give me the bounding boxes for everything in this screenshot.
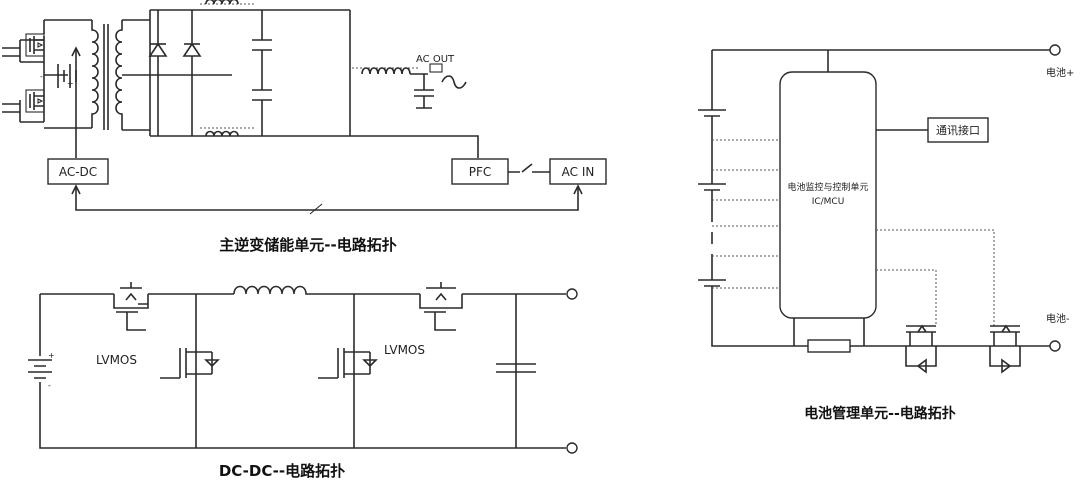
output-fuse-icon xyxy=(429,63,443,73)
shunt-resistor-icon xyxy=(807,339,851,353)
battery-positive-label: 电池+ xyxy=(1046,66,1074,79)
ac-out-label: AC OUT xyxy=(416,54,455,65)
sine-wave-icon xyxy=(441,75,467,89)
lvmos-right-label: LVMOS xyxy=(384,343,425,357)
mosfet-top-left-icon xyxy=(113,282,149,331)
pfc-label: PFC xyxy=(469,165,492,179)
dcdc-title: DC-DC--电路拓扑 xyxy=(219,462,345,480)
mosfet-mid-left-icon xyxy=(160,348,220,379)
diode-2-icon xyxy=(182,10,202,136)
svg-text:+: + xyxy=(48,351,55,360)
dcdc-terminal-bottom xyxy=(566,442,578,454)
dcdc-topology: + - LVMOS L xyxy=(28,282,578,480)
diode-1-icon xyxy=(148,10,168,136)
inductor-icon xyxy=(233,285,310,295)
svg-text:+: + xyxy=(67,79,74,88)
mosfet-mid-right-icon xyxy=(318,348,378,379)
ac-in-box xyxy=(549,158,607,185)
ac-dc-box xyxy=(47,158,109,185)
mosfet-top-right-icon xyxy=(419,282,463,331)
inverter-title: 主逆变储能单元--电路拓扑 xyxy=(219,236,396,254)
inverter-topology: + - xyxy=(2,0,607,254)
mosfet-top-icon xyxy=(25,33,45,62)
svg-text:-: - xyxy=(40,72,43,81)
capacitor-1-icon xyxy=(252,10,272,136)
transformer-icon xyxy=(91,20,123,130)
dcdc-terminal-top xyxy=(566,288,578,300)
bms-title: 电池管理单元--电路拓扑 xyxy=(804,405,956,422)
battery-icon: + - xyxy=(40,64,77,88)
mcu-label-line1: 电池监控与控制单元 xyxy=(787,181,868,193)
ac-in-label: AC IN xyxy=(562,165,595,179)
mcu-label-line2: IC/MCU xyxy=(812,197,845,207)
mcu-block xyxy=(779,71,877,319)
bms-mosfet-1-icon xyxy=(905,324,937,374)
pfc-box xyxy=(451,158,509,185)
svg-text:-: - xyxy=(48,381,51,390)
bms-mosfet-2-icon xyxy=(989,324,1021,374)
battery-cells-icon xyxy=(698,100,726,300)
arrow-up-icon xyxy=(71,46,81,57)
dc-source-icon: + - xyxy=(28,351,55,390)
output-capacitor-icon xyxy=(496,363,536,373)
battery-negative-label: 电池- xyxy=(1046,312,1070,325)
battery-negative-terminal xyxy=(1049,340,1061,352)
comm-interface-label: 通讯接口 xyxy=(936,124,980,137)
bms-topology: 电池监控与控制单元 IC/MCU 通讯接口 电池+ 电池- 电池管理单元--电路… xyxy=(698,44,1074,422)
mosfet-bottom-icon xyxy=(25,88,45,118)
comm-interface-box xyxy=(927,117,989,143)
lvmos-left-label: LVMOS xyxy=(96,353,137,367)
ac-dc-label: AC-DC xyxy=(59,165,97,179)
battery-positive-terminal xyxy=(1049,44,1061,56)
